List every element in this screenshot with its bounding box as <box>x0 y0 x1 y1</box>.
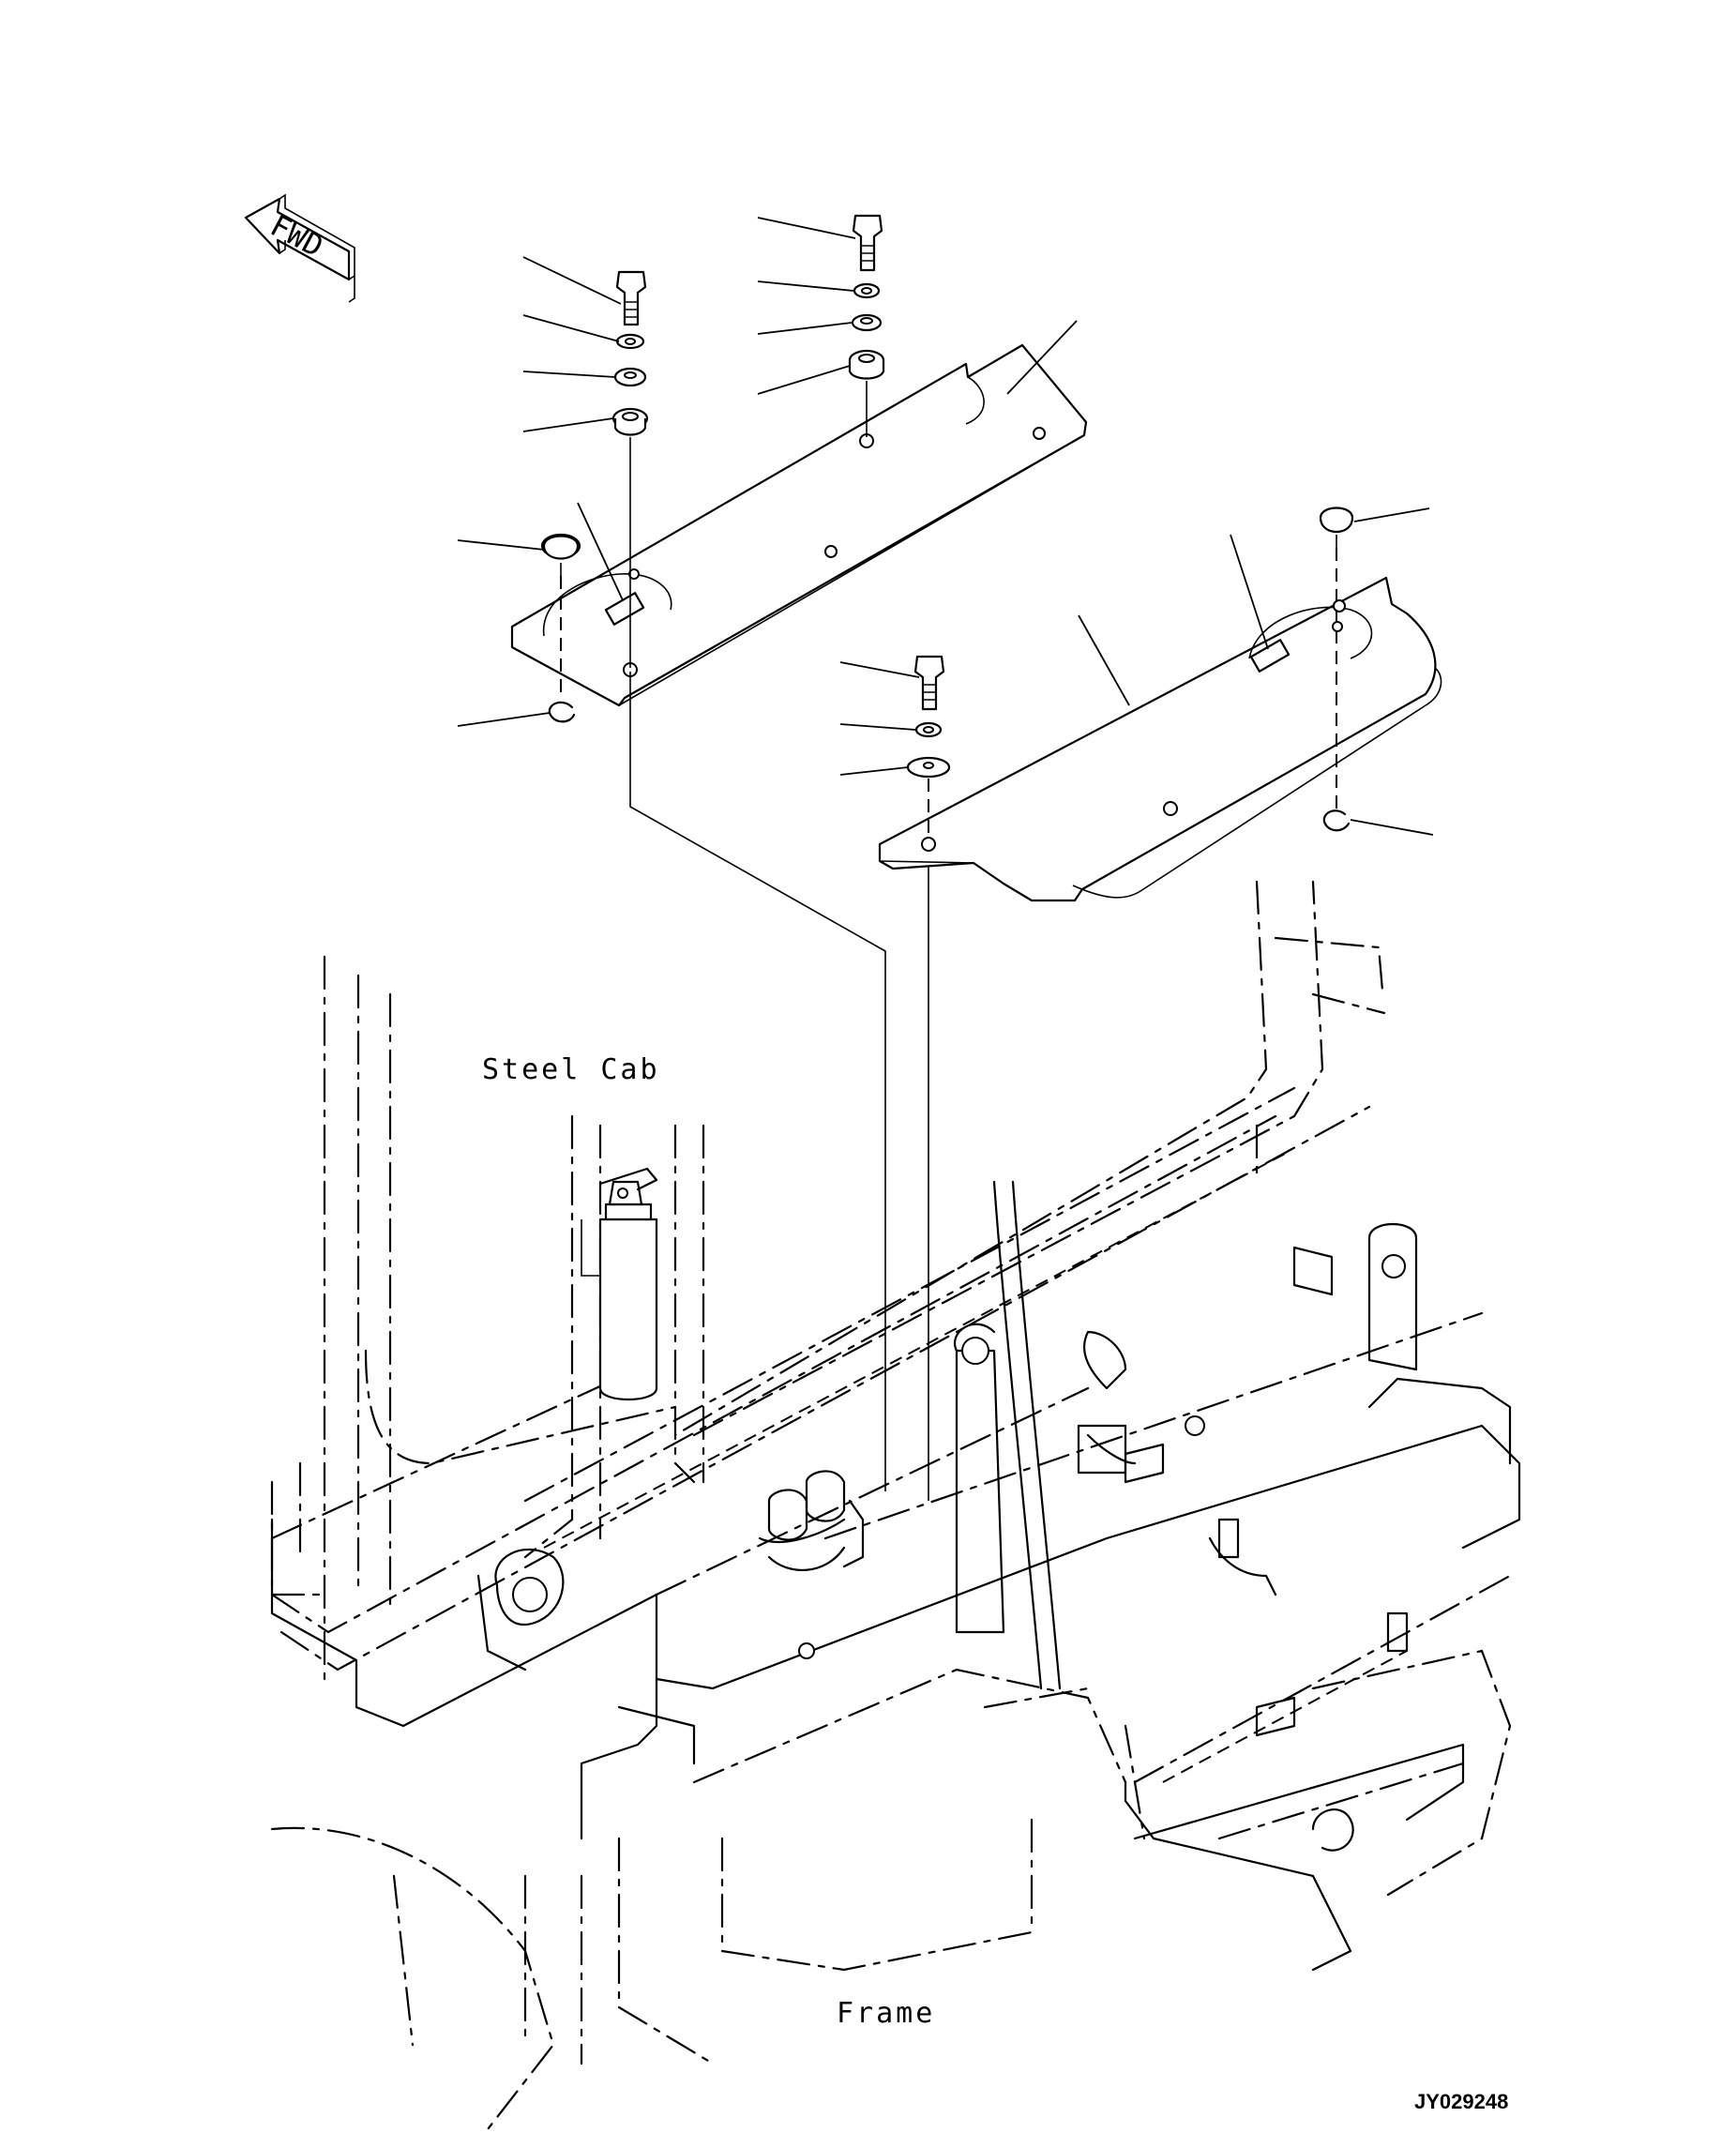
bolt-stack-left <box>611 270 649 668</box>
fwd-label: FWD <box>264 207 329 265</box>
steel-cab-label: Steel Cab <box>482 1053 660 1086</box>
leader-lines <box>457 217 1434 836</box>
bolt-stack-lower <box>906 655 951 840</box>
knob-left <box>540 533 581 723</box>
steel-cab-outline <box>270 880 1386 1690</box>
knob-right <box>1319 507 1354 832</box>
frame-dashed-outline <box>270 1311 1512 2131</box>
drawing-code: JY029248 <box>1414 2090 1508 2113</box>
cover-plate-right <box>878 576 1442 902</box>
cover-plate-left <box>510 343 1088 707</box>
guide-lines <box>629 672 929 1501</box>
bolt-stack-center <box>848 214 885 437</box>
fwd-arrow-icon: FWD <box>244 193 355 303</box>
frame-label: Frame <box>837 1997 935 2030</box>
frame-machinery <box>270 1180 1521 1972</box>
fire-extinguisher-icon <box>581 1167 658 1401</box>
